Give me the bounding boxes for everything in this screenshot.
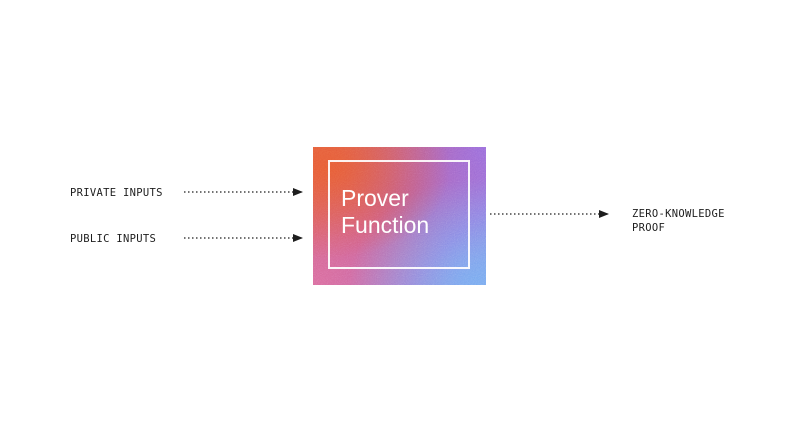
- zero-knowledge-proof-label: ZERO-KNOWLEDGE PROOF: [632, 207, 725, 235]
- prover-function-box: Prover Function: [313, 147, 486, 285]
- output-label-line2: PROOF: [632, 222, 666, 234]
- private-inputs-label: PRIVATE INPUTS: [70, 187, 163, 199]
- grain-texture: [313, 147, 486, 285]
- prover-function-title: Prover Function: [341, 185, 429, 239]
- prover-title-line2: Function: [341, 212, 430, 238]
- public-inputs-label: PUBLIC INPUTS: [70, 233, 157, 245]
- output-label-line1: ZERO-KNOWLEDGE: [632, 208, 725, 220]
- prover-title-line1: Prover: [341, 185, 409, 211]
- prover-inner-frame: [328, 160, 470, 269]
